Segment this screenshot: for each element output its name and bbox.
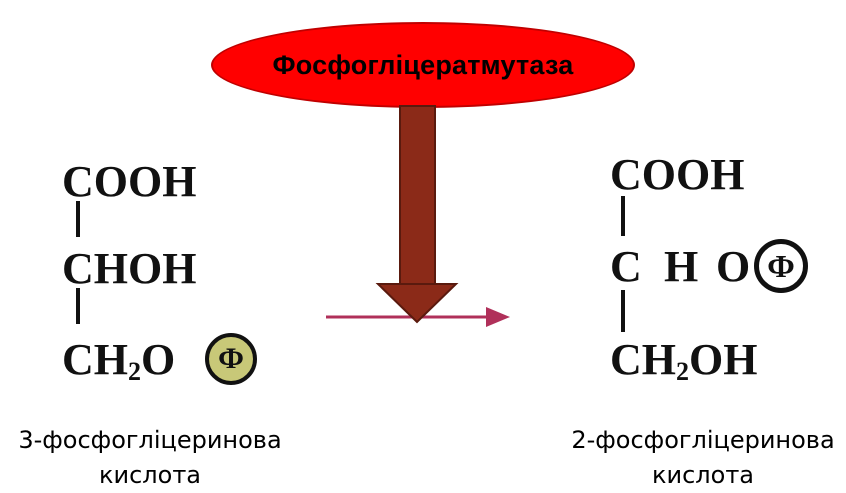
down-arrow-head (375, 283, 459, 324)
right-phosphate-icon: Ф (754, 239, 808, 293)
down-arrow-shaft (399, 105, 436, 287)
right-caption-line2: кислота (652, 461, 754, 489)
left-bond-2 (76, 288, 80, 324)
right-bond-2 (621, 290, 625, 332)
enzyme-ellipse: Фосфогліцератмутаза (211, 22, 635, 108)
right-oh: OH (689, 335, 758, 384)
enzyme-label: Фосфогліцератмутаза (272, 49, 574, 80)
right-formula-cooh: COOH (610, 150, 745, 199)
right-ch: CH (610, 335, 676, 384)
left-caption-line1: 3-фосфогліцеринова (18, 426, 282, 454)
left-caption-line2: кислота (99, 461, 201, 489)
left-sub-2: 2 (128, 357, 141, 386)
right-caption-line1: 2-фосфогліцеринова (571, 426, 835, 454)
right-formula-ch2oh: CH2OH (610, 335, 758, 385)
left-phosphate-label: Ф (218, 342, 244, 375)
left-o: O (141, 335, 176, 384)
left-formula-ch2o: CH2O (62, 335, 176, 385)
reaction-arrow-head (486, 307, 510, 327)
left-formula-choh: CHOH (62, 244, 197, 293)
right-phosphate-label: Ф (767, 247, 795, 284)
left-caption: 3-фосфогліцеринова кислота (0, 423, 300, 493)
right-sub-2: 2 (676, 357, 689, 386)
right-caption: 2-фосфогліцеринова кислота (560, 423, 846, 493)
left-formula-cooh: COOH (62, 157, 197, 206)
arrows-layer (326, 105, 510, 327)
left-bond-1 (76, 201, 80, 237)
right-formula-c: C (610, 242, 642, 291)
right-formula-o: O (716, 242, 751, 291)
right-bond-1 (621, 196, 625, 236)
left-phosphate-icon: Ф (205, 333, 257, 385)
left-ch: CH (62, 335, 128, 384)
right-formula-h: H (664, 242, 699, 291)
